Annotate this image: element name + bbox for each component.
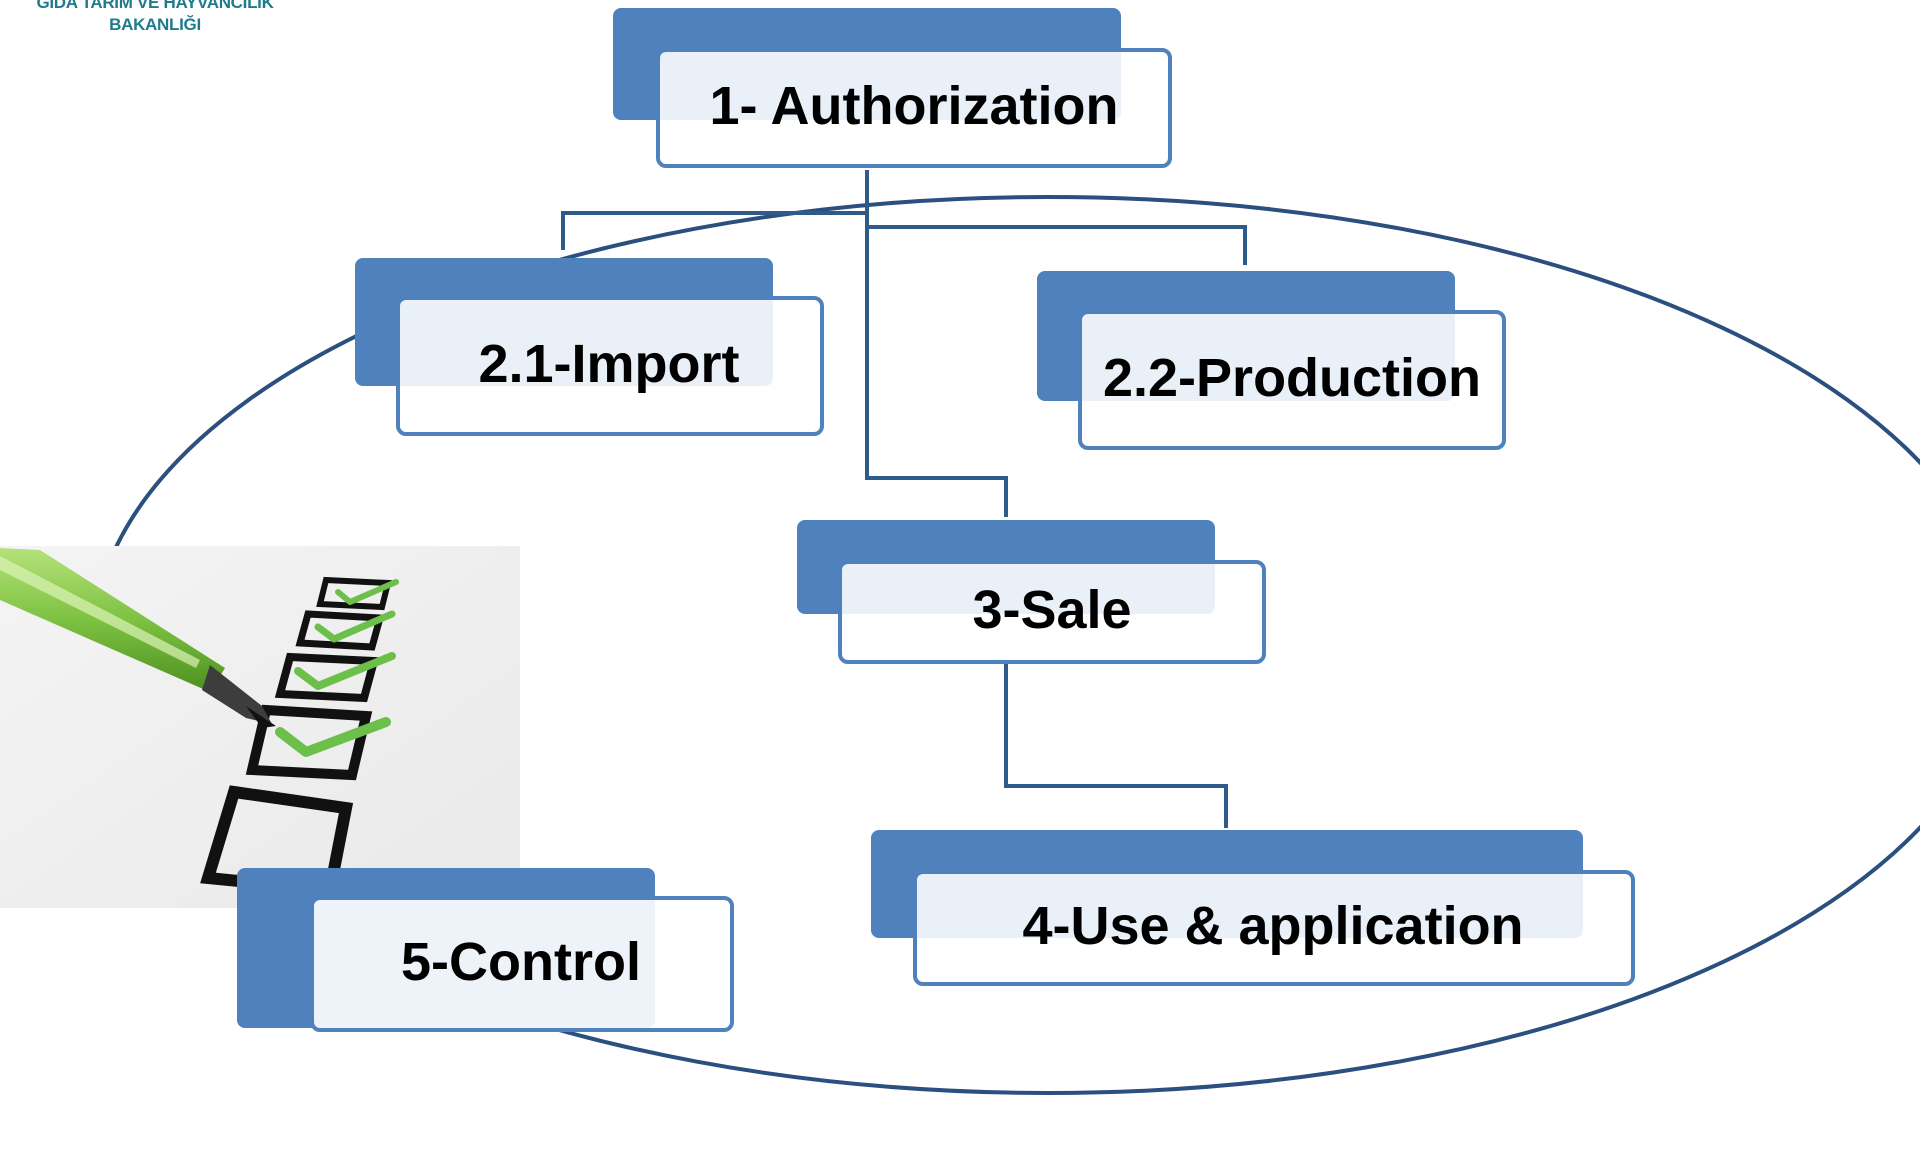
ministry-logo-text: GIDA TARIM VE HAYVANCILIK BAKANLIĞI [20, 0, 290, 36]
node-production-label: 2.2-Production [1103, 348, 1481, 408]
connector-authorization-import [561, 170, 869, 250]
connector-authorization-sale [865, 213, 1008, 517]
logo-line-2: BAKANLIĞI [109, 15, 201, 34]
node-import: 2.1-Import [355, 258, 824, 436]
logo-line-1: GIDA TARIM VE HAYVANCILIK [36, 0, 274, 12]
node-sale-label: 3-Sale [972, 580, 1131, 640]
node-authorization-label: 1- Authorization [710, 76, 1119, 136]
node-sale: 3-Sale [797, 520, 1266, 664]
node-use-application: 4-Use & application [871, 830, 1635, 986]
node-import-label: 2.1-Import [478, 334, 739, 394]
node-production: 2.2-Production [1037, 271, 1506, 450]
connector-sale-use [1004, 662, 1228, 828]
node-use-application-label: 4-Use & application [1022, 896, 1523, 956]
node-control: 5-Control [237, 868, 734, 1032]
node-control-label: 5-Control [401, 932, 641, 992]
checklist-with-pen-icon [0, 546, 520, 908]
node-authorization: 1- Authorization [613, 8, 1172, 168]
connector-lines [561, 170, 1247, 828]
connector-authorization-production [865, 213, 1247, 265]
